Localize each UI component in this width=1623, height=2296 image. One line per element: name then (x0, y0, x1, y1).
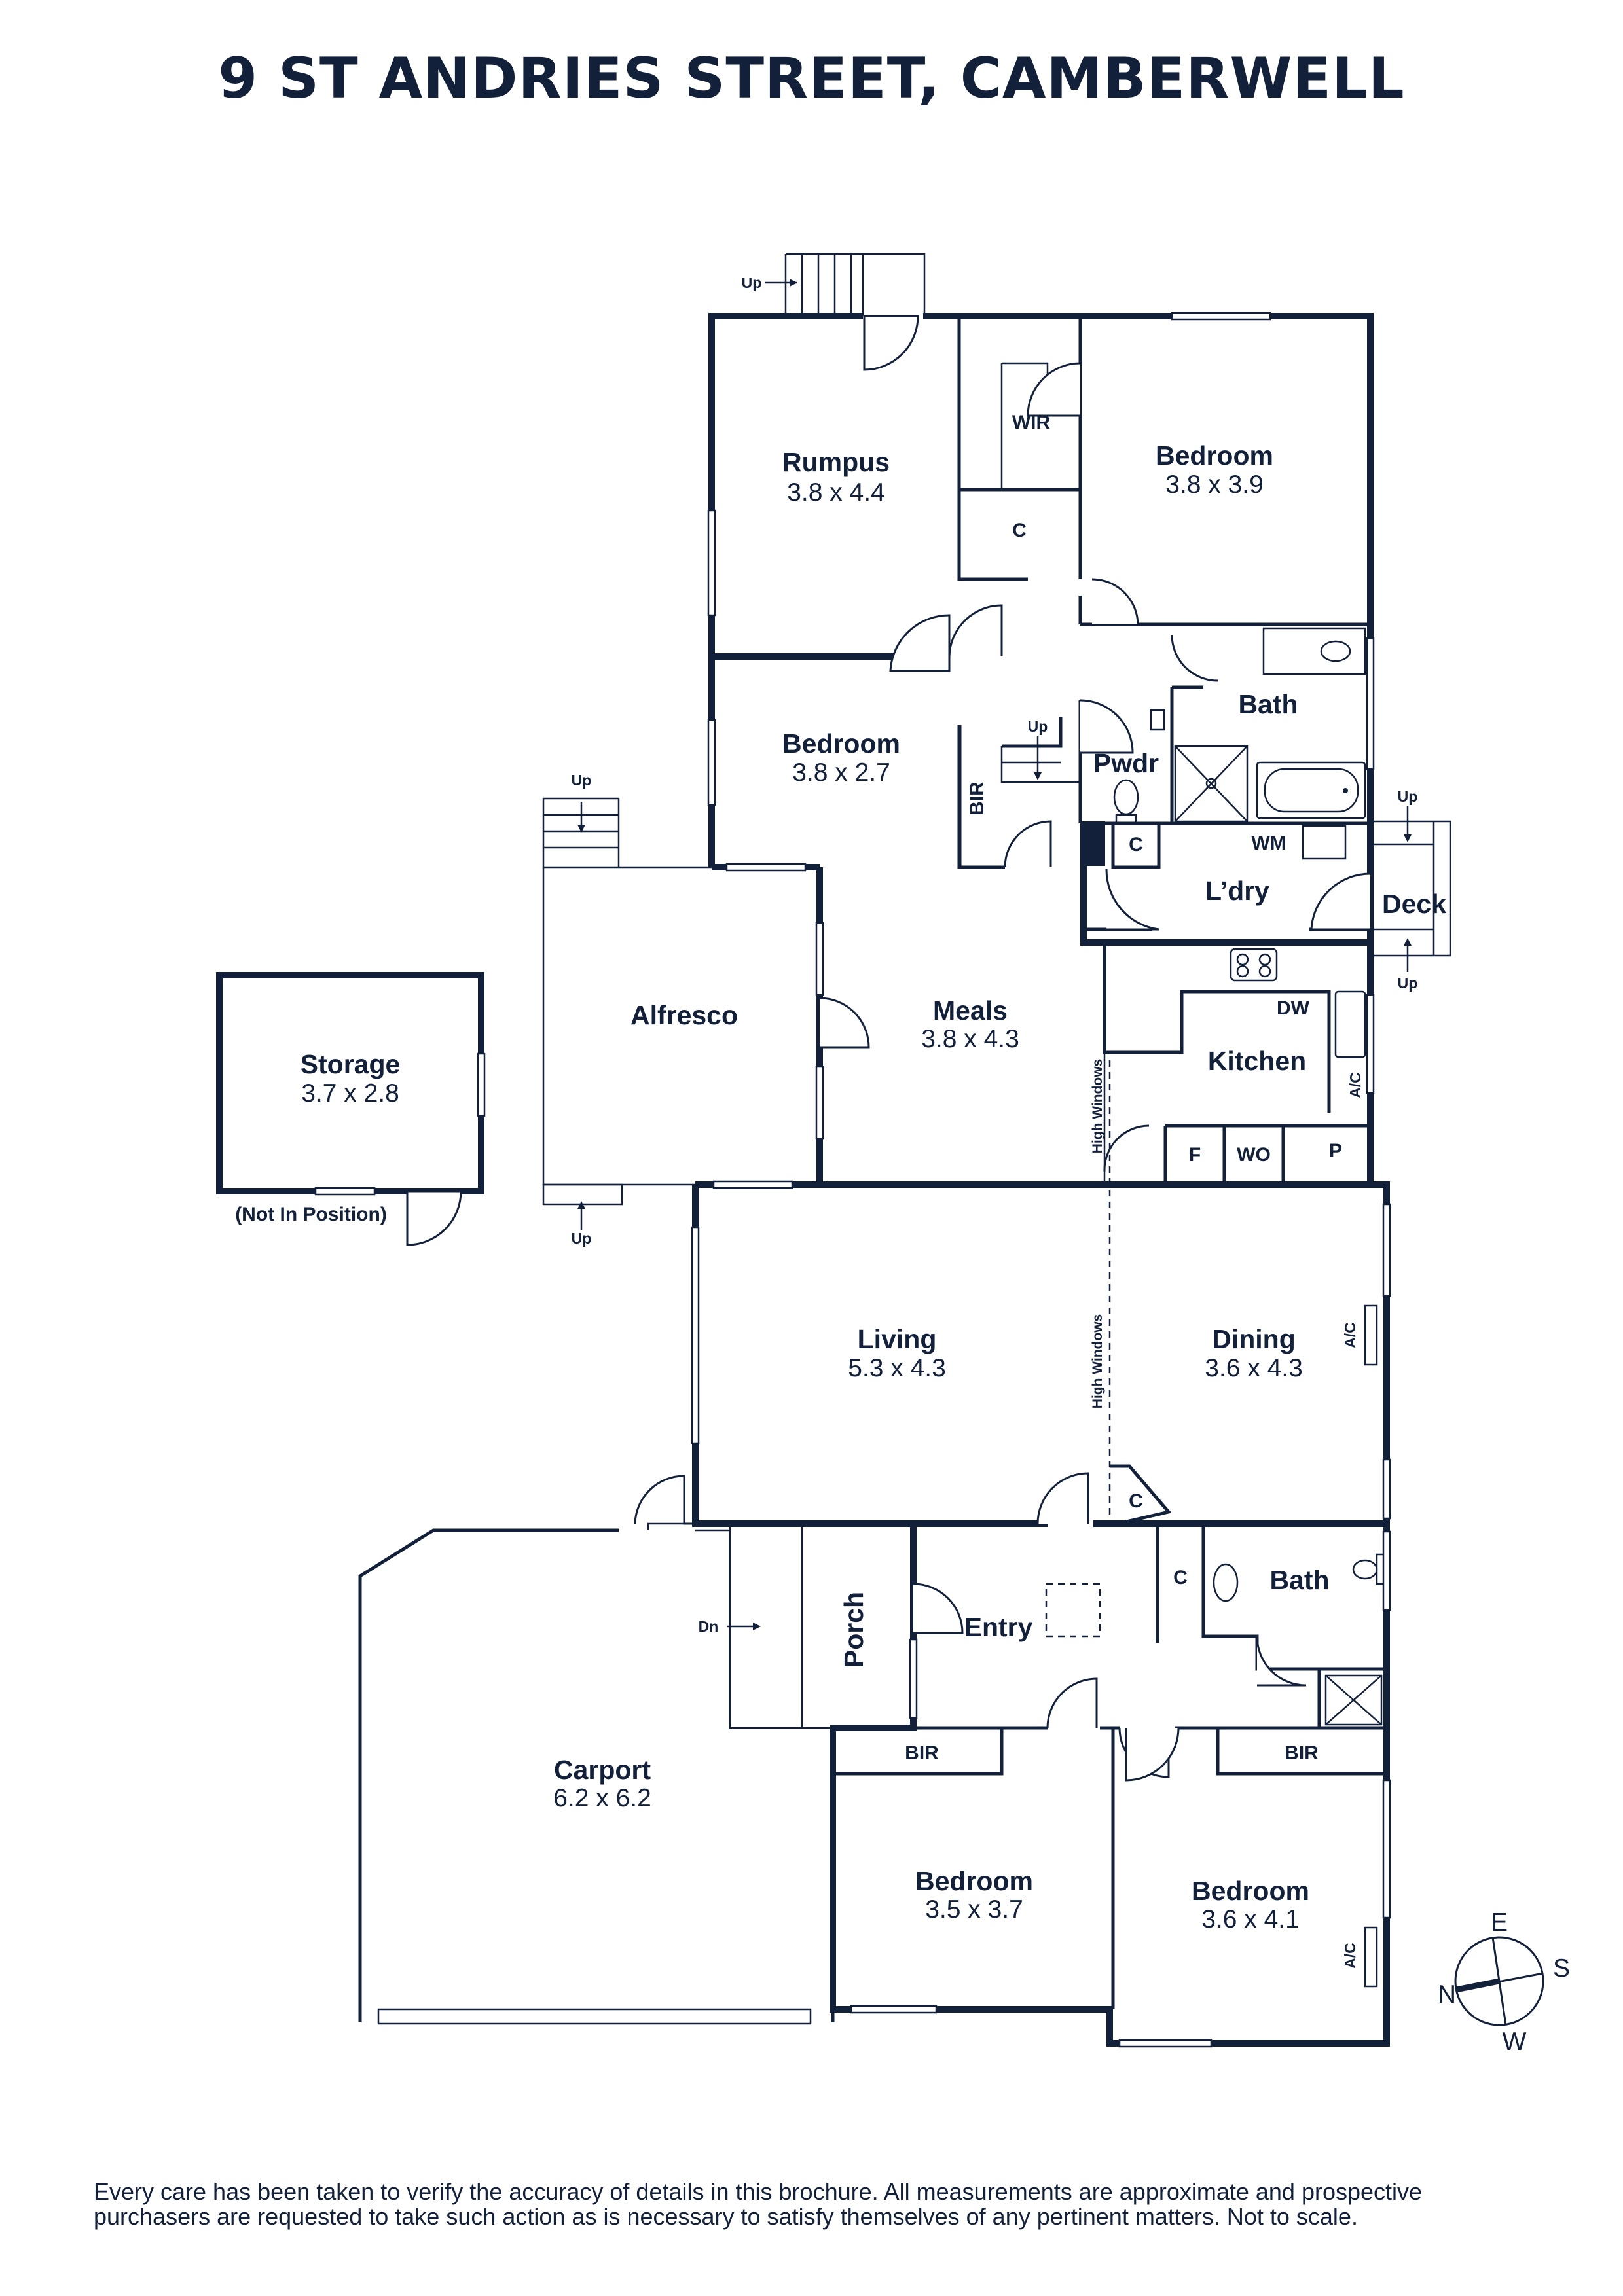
wm-label: WM (1251, 833, 1286, 854)
laundry-name: L’dry (1205, 876, 1269, 906)
compass-s: S (1553, 1954, 1570, 1982)
meals-dims: 3.8 x 4.3 (921, 1025, 1019, 1053)
storage-note: (Not In Position) (235, 1204, 387, 1225)
dining-name: Dining (1212, 1324, 1296, 1354)
storage-name: Storage (301, 1049, 401, 1079)
living-name: Living (858, 1324, 937, 1354)
dining-dims: 3.6 x 4.3 (1205, 1354, 1303, 1382)
up-label-alfresco-2: Up (572, 1230, 592, 1247)
compass-e: E (1491, 1909, 1508, 1937)
wo-label: WO (1237, 1144, 1271, 1166)
up-label-2: Up (1028, 718, 1048, 735)
rumpus-stairs (765, 253, 926, 317)
bedroom3-name: Bedroom (915, 1866, 1033, 1896)
windows (691, 312, 1391, 2048)
bedroom4-name: Bedroom (1192, 1876, 1309, 1906)
dw-label: DW (1277, 997, 1310, 1019)
bedroom2-name: Bedroom (782, 728, 900, 759)
ac-label-dining: A/C (1341, 1322, 1359, 1348)
disclaimer-line-1: Every care has been taken to verify the … (94, 2178, 1423, 2205)
rumpus-name: Rumpus (782, 447, 890, 477)
closet-label-3: C (1129, 1490, 1143, 1512)
wir-label: WIR (1012, 412, 1051, 433)
closet-label-4: C (1173, 1567, 1188, 1588)
compass-n: N (1438, 1981, 1456, 2009)
bedroom3-dims: 3.5 x 3.7 (925, 1895, 1023, 1924)
alfresco-name: Alfresco (630, 1000, 738, 1030)
storage-dims: 3.7 x 2.8 (301, 1079, 399, 1107)
ac-label-bedroom: A/C (1341, 1943, 1359, 1969)
ac-label-kitchen: A/C (1347, 1072, 1364, 1098)
pwdr-name: Pwdr (1093, 748, 1159, 778)
bedroom4-dims: 3.6 x 4.1 (1201, 1905, 1300, 1933)
rumpus-dims: 3.8 x 4.4 (787, 478, 885, 507)
up-label-deck-2: Up (1398, 975, 1418, 992)
page-title: 9 ST ANDRIES STREET, CAMBERWELL (218, 46, 1405, 111)
closet-label-2: C (1129, 834, 1143, 855)
living-dims: 5.3 x 4.3 (848, 1354, 946, 1382)
up-label-1: Up (742, 274, 762, 291)
entry-name: Entry (964, 1612, 1033, 1642)
bir-label-1: BIR (966, 781, 988, 816)
compass-w: W (1503, 2028, 1527, 2056)
bedroom1-dims: 3.8 x 3.9 (1165, 471, 1264, 499)
up-label-deck-1: Up (1398, 788, 1418, 805)
disclaimer-line-2: purchasers are requested to take such ac… (94, 2203, 1358, 2230)
bir-label-2: BIR (905, 1742, 939, 1764)
pantry-label: P (1329, 1140, 1342, 1162)
fridge-label: F (1189, 1144, 1201, 1166)
deck-name: Deck (1382, 889, 1446, 919)
compass-icon: E S W N (1438, 1909, 1570, 2056)
high-windows-label-1: High Windows (1090, 1059, 1105, 1153)
down-label: Dn (699, 1618, 719, 1635)
kitchen-name: Kitchen (1208, 1046, 1306, 1076)
bath1-name: Bath (1238, 689, 1298, 719)
carport-name: Carport (554, 1755, 651, 1785)
bedroom1-name: Bedroom (1156, 440, 1273, 471)
bedroom2-dims: 3.8 x 2.7 (792, 759, 890, 787)
meals-name: Meals (933, 996, 1008, 1026)
bath2-name: Bath (1269, 1565, 1329, 1595)
closet-label-1: C (1012, 520, 1027, 541)
bir-label-3: BIR (1285, 1742, 1319, 1764)
up-label-alfresco-1: Up (572, 772, 592, 789)
high-windows-label-2: High Windows (1090, 1314, 1105, 1408)
carport-dims: 6.2 x 6.2 (553, 1784, 651, 1812)
porch-name: Porch (839, 1592, 869, 1668)
disclaimer: Every care has been taken to verify the … (94, 2179, 1534, 2229)
